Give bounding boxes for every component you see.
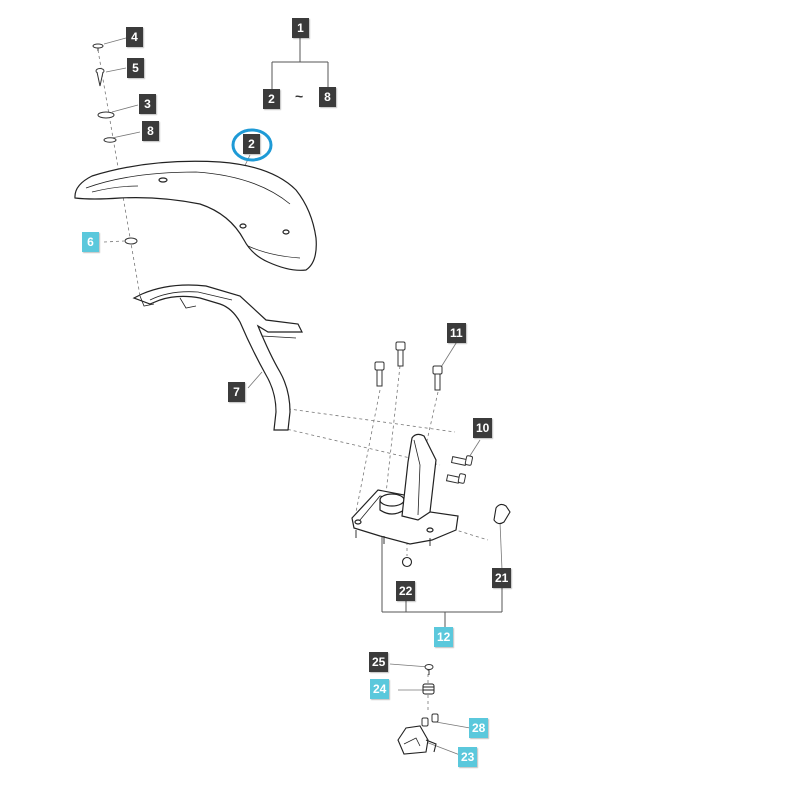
callout-5[interactable]: 5 — [127, 58, 144, 78]
part-fender-bracket — [132, 284, 303, 431]
part-fender — [74, 160, 317, 271]
part-latch-bracket — [397, 725, 437, 755]
callout-25[interactable]: 25 — [369, 652, 389, 672]
callout-22[interactable]: 22 — [396, 581, 416, 601]
callout-3[interactable]: 3 — [139, 94, 156, 114]
callout-11[interactable]: 11 — [447, 323, 466, 343]
callout-23[interactable]: 23 — [458, 747, 478, 767]
part-knob — [493, 503, 511, 525]
callout-10[interactable]: 10 — [473, 418, 493, 438]
assembly-bracket — [381, 535, 503, 628]
callout-28[interactable]: 28 — [469, 718, 489, 738]
callout-12[interactable]: 12 — [434, 627, 454, 647]
selection-highlight-ring — [231, 128, 273, 162]
part-rivet-small — [92, 43, 104, 51]
part-bolts-10 — [445, 455, 473, 484]
callout-21[interactable]: 21 — [492, 568, 512, 588]
range-bracket — [271, 38, 329, 90]
part-small-bolts — [421, 713, 439, 727]
callout-4[interactable]: 4 — [126, 27, 143, 47]
callout-6[interactable]: 6 — [82, 232, 99, 252]
part-washer-6 — [124, 237, 138, 245]
part-washer — [97, 111, 115, 119]
part-lock-washer — [103, 137, 117, 143]
callout-8-range-end[interactable]: 8 — [319, 87, 336, 107]
leader-lines — [103, 37, 503, 756]
part-bolts-11 — [374, 341, 443, 391]
callout-24[interactable]: 24 — [370, 679, 390, 699]
part-hitch-assembly — [351, 433, 459, 546]
range-separator: ~ — [295, 88, 304, 104]
part-pin — [95, 68, 105, 87]
callout-8[interactable]: 8 — [142, 121, 159, 141]
callout-2-range-start[interactable]: 2 — [263, 89, 280, 109]
part-screw — [424, 664, 434, 675]
callout-1[interactable]: 1 — [292, 18, 309, 38]
assembly-lines — [97, 49, 489, 712]
part-spring — [422, 683, 435, 695]
part-nut — [401, 556, 413, 568]
callout-7[interactable]: 7 — [228, 382, 245, 402]
callout-2[interactable]: 2 — [243, 134, 260, 154]
